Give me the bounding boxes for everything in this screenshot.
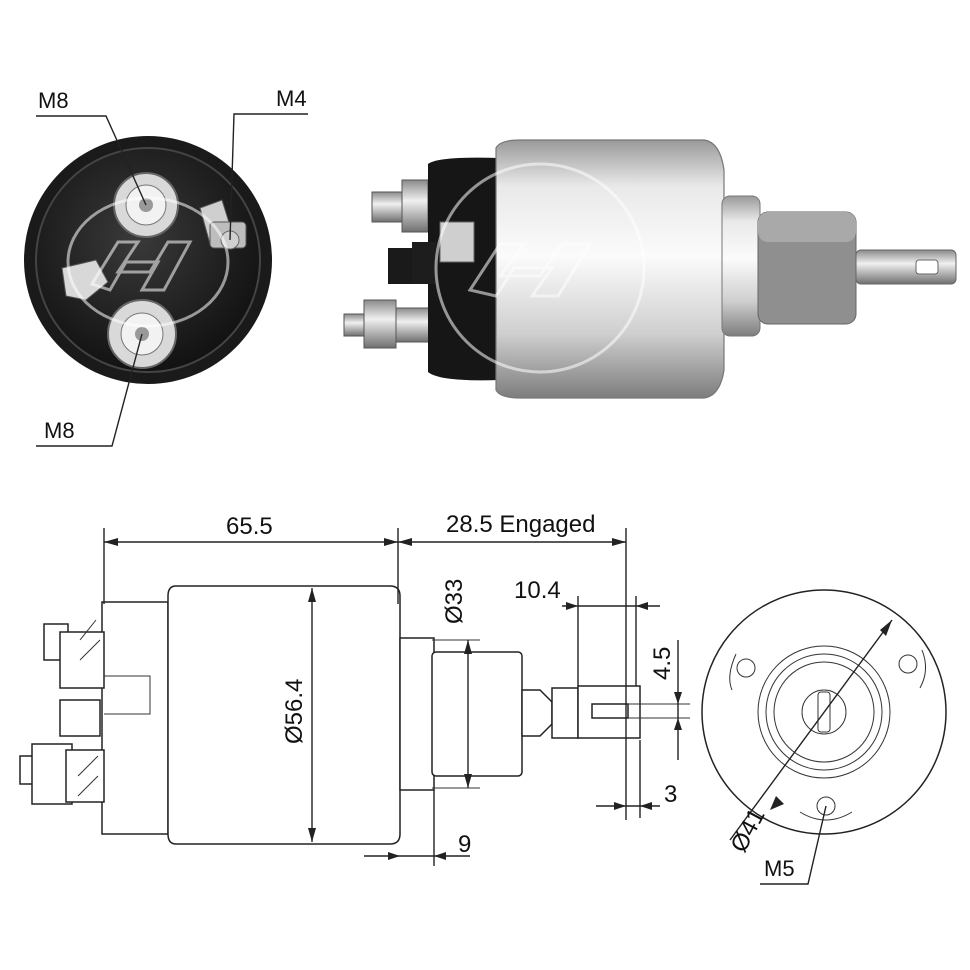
- tab-offset-dim: 3: [664, 781, 677, 808]
- body-diameter-dim: Ø56.4: [281, 679, 308, 744]
- m8-top-label: M8: [38, 88, 69, 113]
- tab-width-dim: 4.5: [649, 647, 676, 680]
- zm-logo-watermark-icon: [66, 196, 230, 328]
- length-dim: 65.5: [226, 513, 273, 540]
- side-view-photo: [343, 139, 957, 399]
- end-dimension-drawing: Ø41 M5: [701, 589, 947, 885]
- flange-dim: 9: [458, 831, 471, 858]
- side-dimension-drawing: 65.5 28.5 Engaged Ø56.4 Ø33 10.4 4.5: [19, 511, 690, 866]
- zm-logo-watermark-icon: [434, 162, 646, 374]
- engaged-dim: 28.5 Engaged: [446, 511, 595, 538]
- nose-diameter-dim: Ø33: [441, 579, 468, 624]
- m4-label: M4: [276, 86, 307, 111]
- end-view-photo: M8 M4 M8: [24, 86, 308, 447]
- m8-bottom-label: M8: [44, 418, 75, 443]
- tab-length-dim: 10.4: [514, 577, 561, 604]
- m5-label: M5: [764, 856, 795, 881]
